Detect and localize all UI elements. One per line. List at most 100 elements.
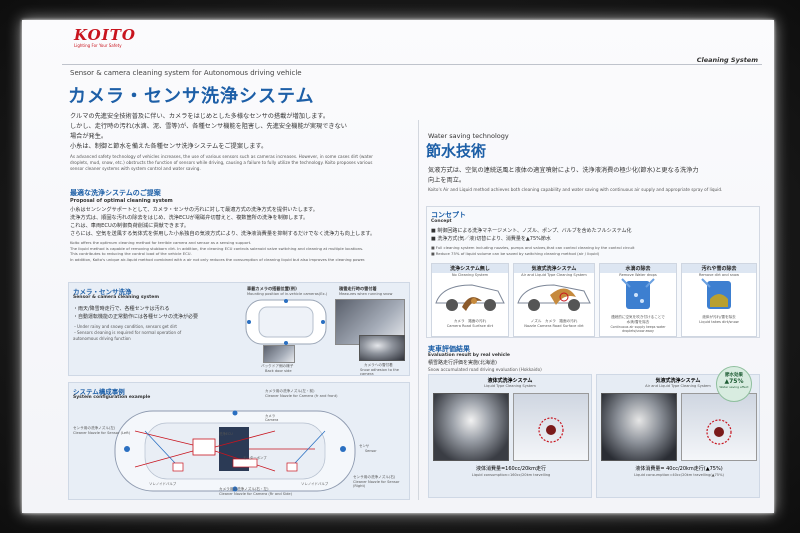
concept-bullets: ■ 制御回路による洗浄マネージメント、ノズル、ポンプ、バルブを含めたフルシステム… — [431, 227, 757, 256]
label-motor-pump: モーターポンプ — [243, 456, 267, 460]
camera-bullet-ja-1: ・雨天/降雪時走行で、各種センサは汚れる — [73, 306, 170, 312]
concept-bullet-en-2: ■ Reduce 75% of liquid volume can be sav… — [431, 250, 600, 256]
label-nozzle-sensor-left: センサ用の洗浄ノズル(左) — [73, 426, 116, 430]
camera-sensor-panel: カメラ・センサ洗浄 Sensor & camera cleaning syste… — [68, 282, 410, 376]
camera-bullet-ja-2: ・自動運転機能の正常動作には各種センサの洗浄が必要 — [73, 314, 199, 320]
evaluation-sub-en: Snow accumulated road driving evaluation… — [428, 367, 542, 372]
water-saving-title: 節水技術 — [426, 142, 487, 160]
label-sensor: センサ — [359, 444, 370, 448]
config-panel-title: システム構成事例 — [73, 388, 125, 396]
liquid-camera-photo — [433, 393, 509, 461]
water-saving-ja-1: 気液方式は、空気の連続送風と液体の適宜噴射により、洗浄液消費の極少化(節水)と更… — [428, 167, 699, 174]
intro-ja-4: 小糸は、制御と節水を備えた各種センサ洗浄システムをご提案します。 — [70, 143, 268, 150]
badge-label: 節水効果 — [725, 373, 743, 378]
water-saving-en: Koito's Air and Liquid method achieves b… — [428, 187, 723, 192]
koito-logo: KOITO Lighting For Your Safety — [74, 26, 136, 48]
card4-caption-ja: 液体が汚れ/雪を除去 — [702, 315, 736, 319]
intro-ja-3: 場合が発生。 — [70, 133, 108, 140]
card4-title: 汚れや雪の除去 — [682, 264, 756, 273]
card1-caption-en: Camera Road Surface dirt — [446, 324, 494, 328]
label-nozzle-camera-fr-en: Cleaner Nozzle for Camera (fr and front) — [265, 394, 338, 398]
label-solenoid-valve-left: ソレノイドバルブ — [149, 482, 177, 486]
camera-bullets: ・雨天/降雪時走行で、各種センサは汚れる ・自動運転機能の正常動作には各種センサ… — [73, 305, 243, 342]
photo2-title: 積雪走行時の雪付着 — [339, 286, 377, 291]
label-nozzle-camera-rr: カメラ用の洗浄ノズル(右・左) — [219, 487, 269, 491]
proposal-en-1: Koito offers the optimum cleaning method… — [70, 240, 252, 245]
card3-title: 水滴の除去 — [600, 264, 676, 273]
photo1-caption-ja: バックドア側の様子 — [261, 364, 294, 368]
airliquid-result-en: Liquid consumption=40cc/20km travelling(… — [634, 473, 724, 477]
intro-block: クルマの先進安全技術普及に伴い、カメラをはじめとした多様なセンサの搭載が増加しま… — [70, 112, 415, 172]
card3-caption-ja2: 水滴/雪を除去 — [626, 320, 650, 324]
column-divider — [418, 120, 419, 500]
liquid-title: 液体式洗浄システム — [487, 378, 533, 384]
proposal-title-en: Proposal of optimal cleaning system — [70, 198, 173, 204]
badge-label-en: Water saving effect — [719, 385, 749, 389]
badge-value: ▲75% — [724, 378, 744, 385]
airliquid-cleaning-spot-icon — [706, 419, 732, 445]
photo1-caption-en: Back door side — [265, 369, 292, 373]
system-diagram — [114, 410, 356, 492]
card3-caption-ja: 連続的に空気を吹き付けることで — [611, 315, 665, 319]
label-cleaning-ecu: 洗浄ECU — [219, 432, 233, 436]
label-nozzle-camera-fr: カメラ用の洗浄ノズル(左・前) — [265, 389, 315, 393]
snow-camera-photo — [359, 335, 405, 361]
airliquid-car-photo — [681, 393, 757, 461]
airliquid-title: 気液式洗浄システム — [655, 378, 701, 384]
camera-bullet-en-3: autonomous driving function — [73, 336, 131, 341]
water-saving-title-en: Water saving technology — [428, 132, 509, 140]
back-door-photo — [263, 345, 295, 363]
label-sensor-en: Sensor — [365, 449, 377, 453]
card3-caption-en2: droplets/snow away — [622, 329, 654, 333]
card4-caption-en: Liquid takes dirt/snow — [699, 320, 739, 324]
water-saving-badge: 節水効果 ▲75% Water saving effect — [716, 366, 752, 402]
dirt-removal-icon — [701, 278, 731, 309]
logo-text: KOITO — [74, 26, 136, 44]
card-no-cleaning: 洗浄システム無し No Cleaning System カメラ 路面の汚れ Ca… — [431, 263, 509, 337]
proposal-ja-2: 洗浄方式は、順固な汚れの除去をはじめ、洗浄ECUが電磁弁切替えと、複数箇所の洗浄… — [70, 215, 309, 221]
proposal-en-2: The liquid method is capable of removing… — [70, 245, 364, 251]
airliquid-result-ja: 液体消費量= 40cc/20km走行(▲75%) — [635, 466, 723, 472]
liquid-result-card: 液体式洗浄システム Liquid Type Cleaning System 液体… — [428, 374, 592, 498]
card2-caption-en: Nozzle Camera Road Surface dirt — [524, 324, 584, 328]
label-nozzle-sensor-left-en: Cleaner Nozzle for Sensor (Left) — [73, 431, 131, 435]
proposal-ja-1: 小糸はセンシングサポートとして、カメラ・センサの汚れに対して最適方式の洗浄方式を… — [70, 207, 318, 213]
proposal-block: 最適な洗浄システムのご提案 Proposal of optimal cleani… — [70, 188, 415, 262]
liquid-cleaning-spot-icon — [538, 417, 564, 443]
water-saving-ja-2: 向上を両立。 — [428, 177, 466, 184]
car-side-dirty-illustration — [435, 284, 505, 311]
airliquid-camera-photo — [601, 393, 677, 461]
card1-title-en: No Cleaning System — [451, 273, 489, 277]
airliquid-title-en: Air and Liquid Type Cleaning System — [645, 384, 711, 388]
photo1-title-en: Mounting position of in-vehicle cameras(… — [247, 292, 328, 296]
photo2-caption-ja: カメラへの雪付着 — [364, 363, 393, 367]
config-panel-title-en: System configuration example — [73, 395, 151, 400]
card-remove-dirt: 汚れや雪の除去 Remove dirt and snow 液体が汚れ/雪を除去 … — [681, 263, 757, 337]
photo2-caption-en: Snow adhesion to the camera — [360, 368, 399, 376]
proposal-title: 最適な洗浄システムのご提案 — [70, 189, 161, 197]
liquid-result-en: Liquid consumption=160cc/20km travelling — [471, 473, 551, 477]
card-remove-water: 水滴の除去 Remove Water drops 連続的に空気を吹き付けることで… — [599, 263, 677, 337]
label-camera-en: Camera — [265, 418, 279, 422]
liquid-result-ja: 液体消費量=160cc/20km走行 — [475, 466, 547, 472]
concept-title: コンセプト — [431, 211, 466, 219]
system-config-panel: システム構成事例 System configuration example カメ… — [68, 382, 410, 500]
label-solenoid-valve-right: ソレノイドバルブ — [301, 482, 329, 486]
proposal-ja-3: これは、車両ECUの制御負荷削減に貢献できます。 — [70, 223, 190, 229]
header-divider — [62, 64, 762, 65]
card4-title-en: Remove dirt and snow — [698, 273, 740, 277]
label-nozzle-sensor-right-en: Cleaner Nozzle for Sensor (Right) — [353, 480, 400, 488]
label-nozzle-sensor-right: センサ用の洗浄ノズル(右) — [353, 475, 396, 479]
concept-bullet-en-1: ■ Full cleaning system including nozzles… — [431, 245, 635, 250]
card2-title: 気液式洗浄システム — [514, 264, 594, 273]
concept-bullet-ja-2: ■ 洗浄方式(気／液)切替により、消費量を▲75%節水 — [431, 236, 551, 242]
proposal-ja-4: さらには、空気を送風する気体式を併用した小糸独自の気液方式により、洗浄液消費量を… — [70, 231, 376, 237]
logo-tagline: Lighting For Your Safety — [74, 43, 122, 48]
intro-en-1: As advanced safety technology of vehicle… — [70, 154, 373, 159]
evaluation-sub-ja: 積雪路走行評価を実施(北海道) — [428, 360, 497, 366]
car-top-view-illustration — [245, 299, 327, 345]
card1-caption-ja: カメラ 路面の汚れ — [453, 319, 487, 323]
header-category: Cleaning System — [696, 56, 758, 64]
camera-bullet-en-1: ・Under rainy and snowy condition, sensor… — [73, 324, 177, 329]
